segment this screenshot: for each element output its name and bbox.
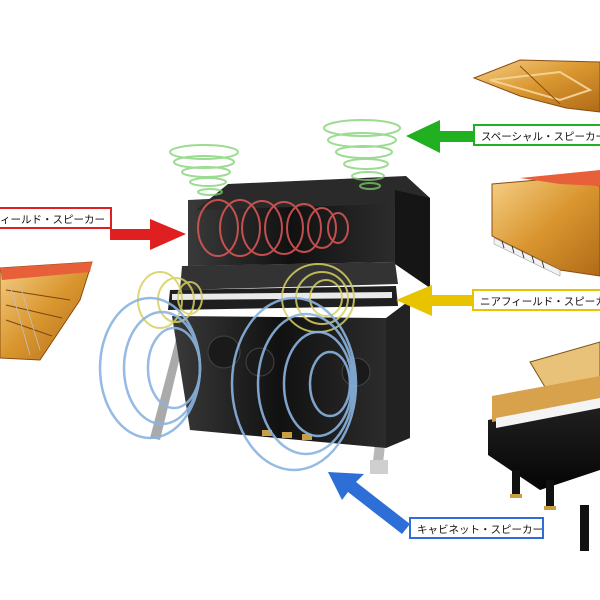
near-field-speaker-label: ニアフィールド・スピーカー	[472, 289, 600, 311]
left-piano-cutaway-image	[0, 261, 93, 361]
grand-cutaway-image	[491, 170, 600, 277]
far-field-sound-waves	[197, 199, 349, 257]
spatial-speaker-label: スペーシャル・スピーカー	[473, 124, 600, 146]
near-field-arrow	[396, 285, 472, 316]
cabinet-speaker-label: キャビネット・スピーカー	[409, 517, 544, 539]
grand-piano-image	[488, 341, 600, 551]
far-field-arrow	[110, 219, 186, 250]
near-field-sound-waves	[137, 263, 355, 333]
spatial-arrow	[406, 120, 476, 153]
cabinet-arrow	[328, 472, 410, 534]
upright-piano-image	[150, 176, 430, 474]
far-field-speaker-label: ィールド・スピーカー	[0, 207, 112, 229]
cabinet-sound-waves	[98, 296, 358, 472]
grand-frame-image	[472, 59, 600, 113]
spatial-sound-waves	[169, 119, 401, 196]
